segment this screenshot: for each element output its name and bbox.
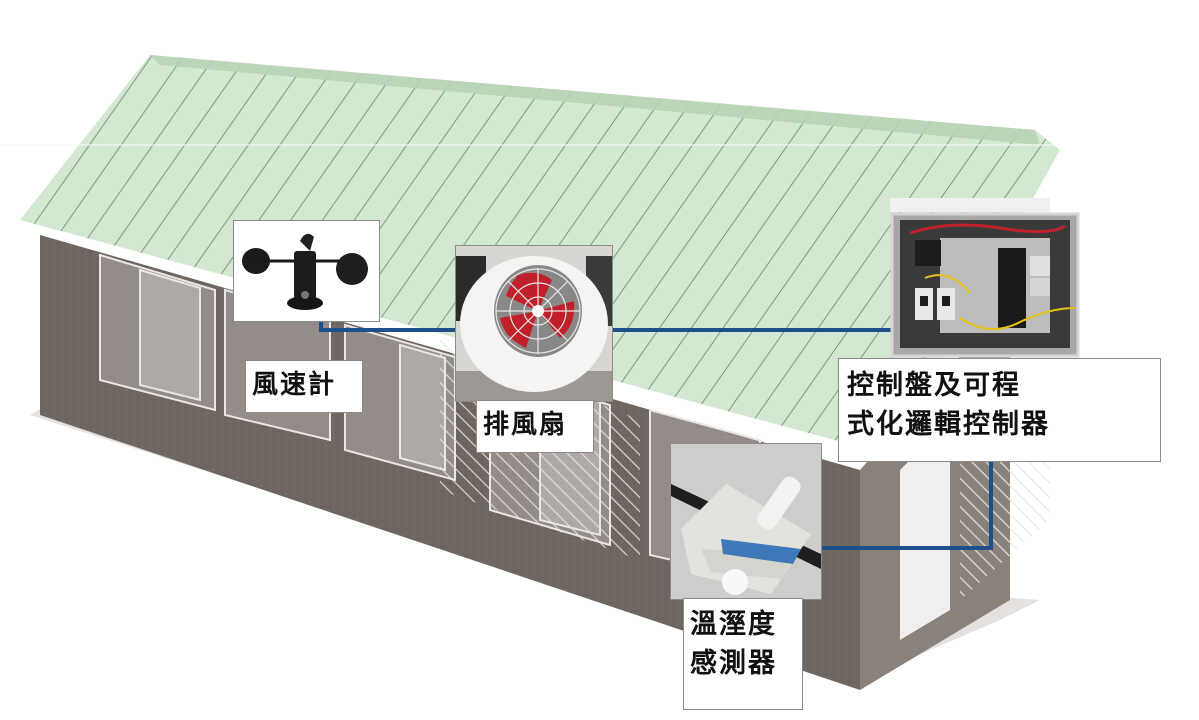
connector-fan-to-panel (612, 328, 892, 332)
control-panel-label: 控制盤及可程 式化邏輯控制器 (838, 358, 1161, 462)
th-sensor-photo (670, 443, 822, 600)
exhaust-fan-label: 排風扇 (476, 400, 594, 453)
control-panel-photo (890, 198, 1080, 358)
exhaust-fan-icon (456, 246, 612, 401)
exhaust-fan-photo (455, 245, 613, 402)
control-panel-icon (890, 198, 1080, 358)
connector-sensor-to-panel (818, 546, 993, 550)
anemometer-icon (234, 221, 379, 321)
connector-panel-vertical (989, 462, 993, 550)
th-sensor-label: 溫溼度 感測器 (683, 598, 803, 710)
temperature-humidity-sensor-icon (671, 444, 821, 599)
connector-anemometer-to-fan (319, 328, 459, 332)
connector-anemometer-vertical (319, 320, 323, 332)
anemometer-photo (233, 220, 380, 322)
anemometer-label: 風速計 (245, 360, 363, 413)
